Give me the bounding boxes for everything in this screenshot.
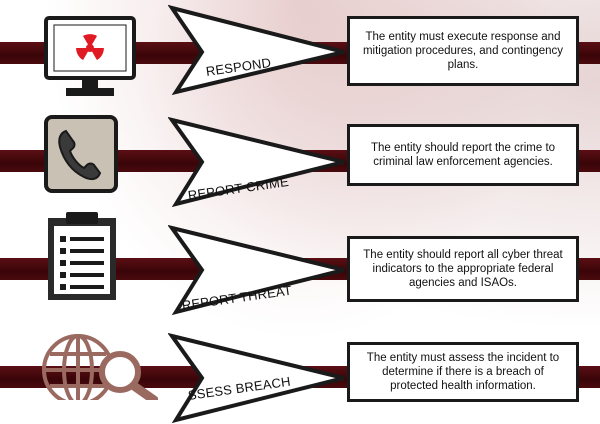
info-box-assess-breach: The entity must assess the incident to d… [347, 342, 579, 402]
phone-icon [44, 115, 118, 198]
info-box-report-threat: The entity should report all cyber threa… [347, 236, 579, 302]
radiation-monitor-icon [44, 16, 136, 103]
info-box-respond: The entity must execute response and mit… [347, 16, 579, 86]
arrow-report-crime [168, 116, 348, 208]
info-text-report-crime: The entity should report the crime to cr… [370, 142, 556, 168]
info-text-respond: The entity must execute response and mit… [362, 31, 564, 71]
clipboard-checklist-icon [46, 212, 118, 307]
info-box-report-crime: The entity should report the crime to cr… [347, 124, 579, 186]
arrow-report-threat [168, 224, 348, 316]
info-text-report-threat: The entity should report all cyber threa… [363, 249, 563, 289]
info-text-assess-breach: The entity must assess the incident to d… [366, 352, 560, 392]
globe-magnifier-icon [38, 328, 159, 406]
arrow-respond [168, 4, 348, 96]
